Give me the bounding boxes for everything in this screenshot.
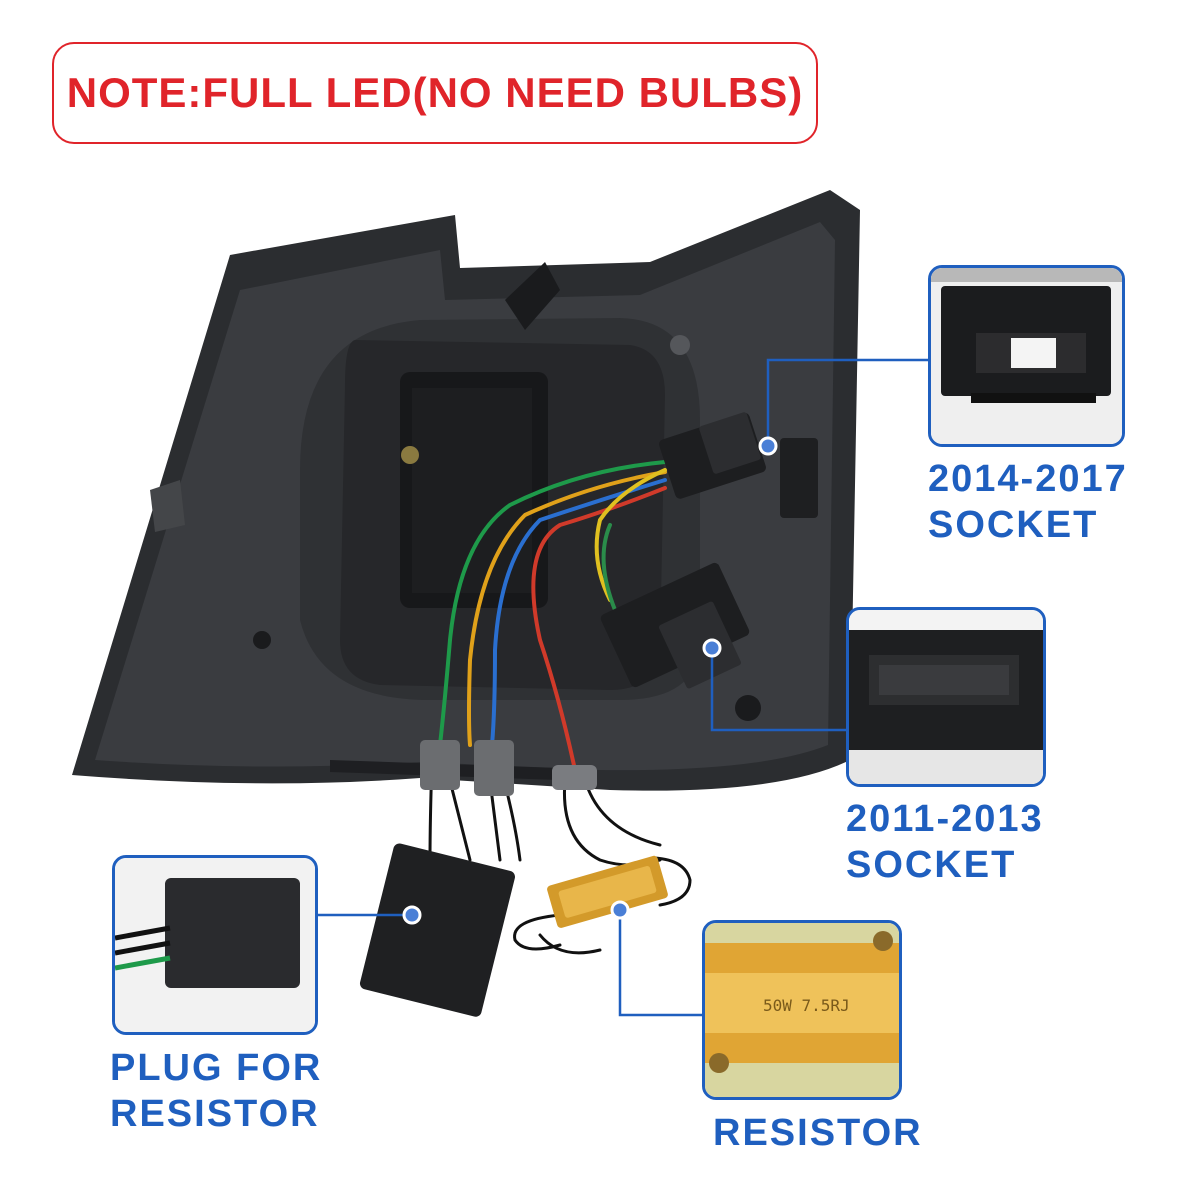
callout-image-plug [112,855,318,1035]
label-plug-line2: RESISTOR [110,1093,320,1135]
resistor-photo: 50W 7.5RJ [705,923,899,1097]
wiring-harness [428,460,692,955]
callout-image-2011-socket [846,607,1046,787]
note-text: NOTE:FULL LED(NO NEED BULBS) [66,69,804,116]
socket-connectors [600,412,766,689]
label-2014-line1: 2014-2017 [928,458,1128,500]
label-resistor: RESISTOR [713,1110,923,1156]
plug-module [359,843,515,1017]
plug-connectors [420,740,597,796]
label-2014-socket: 2014-2017 SOCKET [928,456,1128,548]
label-2011-line2: SOCKET [846,844,1017,886]
label-2014-line2: SOCKET [928,504,1099,546]
label-2011-line1: 2011-2013 [846,798,1044,840]
callout-image-resistor: 50W 7.5RJ [702,920,902,1100]
label-2011-socket: 2011-2013 SOCKET [846,796,1044,888]
socket-2011-photo [849,610,1043,784]
note-banner: NOTE:FULL LED(NO NEED BULBS) [52,42,818,144]
label-plug-line1: PLUG FOR [110,1047,323,1089]
tail-light-housing [72,190,860,791]
callout-dots [402,436,778,925]
label-resistor-text: RESISTOR [713,1112,923,1154]
callout-image-2014-socket [928,265,1125,447]
callout-lines [318,358,928,1017]
label-plug: PLUG FOR RESISTOR [110,1045,322,1137]
plug-photo [115,858,315,1032]
socket-2014-photo [931,268,1122,444]
resistor-part [547,855,668,928]
resistor-marking: 50W 7.5RJ [763,996,850,1015]
